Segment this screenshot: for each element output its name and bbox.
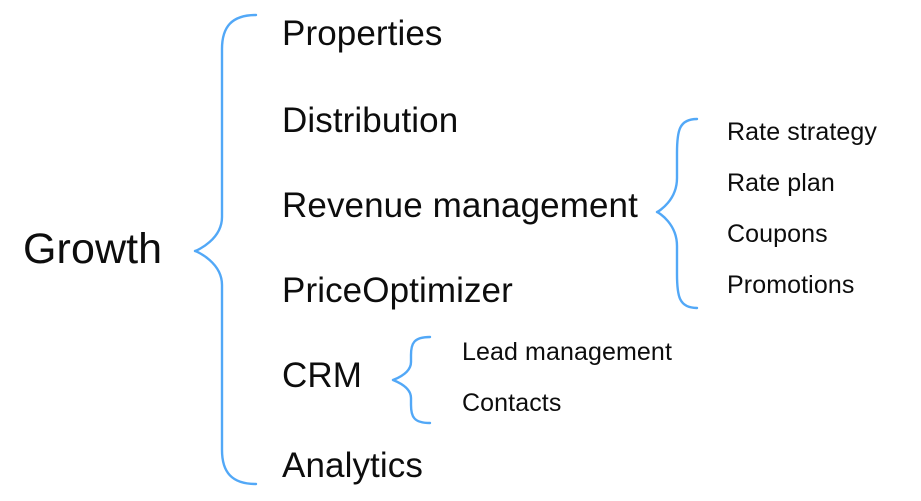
node-properties[interactable]: Properties: [282, 14, 443, 53]
node-revenue-management[interactable]: Revenue management: [282, 186, 638, 225]
node-promotions[interactable]: Promotions: [727, 271, 855, 299]
node-crm[interactable]: CRM: [282, 356, 363, 395]
node-contacts[interactable]: Contacts: [462, 389, 562, 417]
node-analytics[interactable]: Analytics: [282, 446, 423, 485]
crm-brace: [391, 335, 432, 425]
revenue-brace: [655, 117, 699, 310]
node-rate-strategy[interactable]: Rate strategy: [727, 118, 877, 146]
root-node-growth[interactable]: Growth: [23, 225, 163, 273]
node-coupons[interactable]: Coupons: [727, 220, 828, 248]
node-distribution[interactable]: Distribution: [282, 101, 459, 140]
main-brace: [193, 13, 258, 486]
node-rate-plan[interactable]: Rate plan: [727, 169, 835, 197]
node-lead-management[interactable]: Lead management: [462, 338, 672, 366]
node-priceoptimizer[interactable]: PriceOptimizer: [282, 271, 513, 310]
